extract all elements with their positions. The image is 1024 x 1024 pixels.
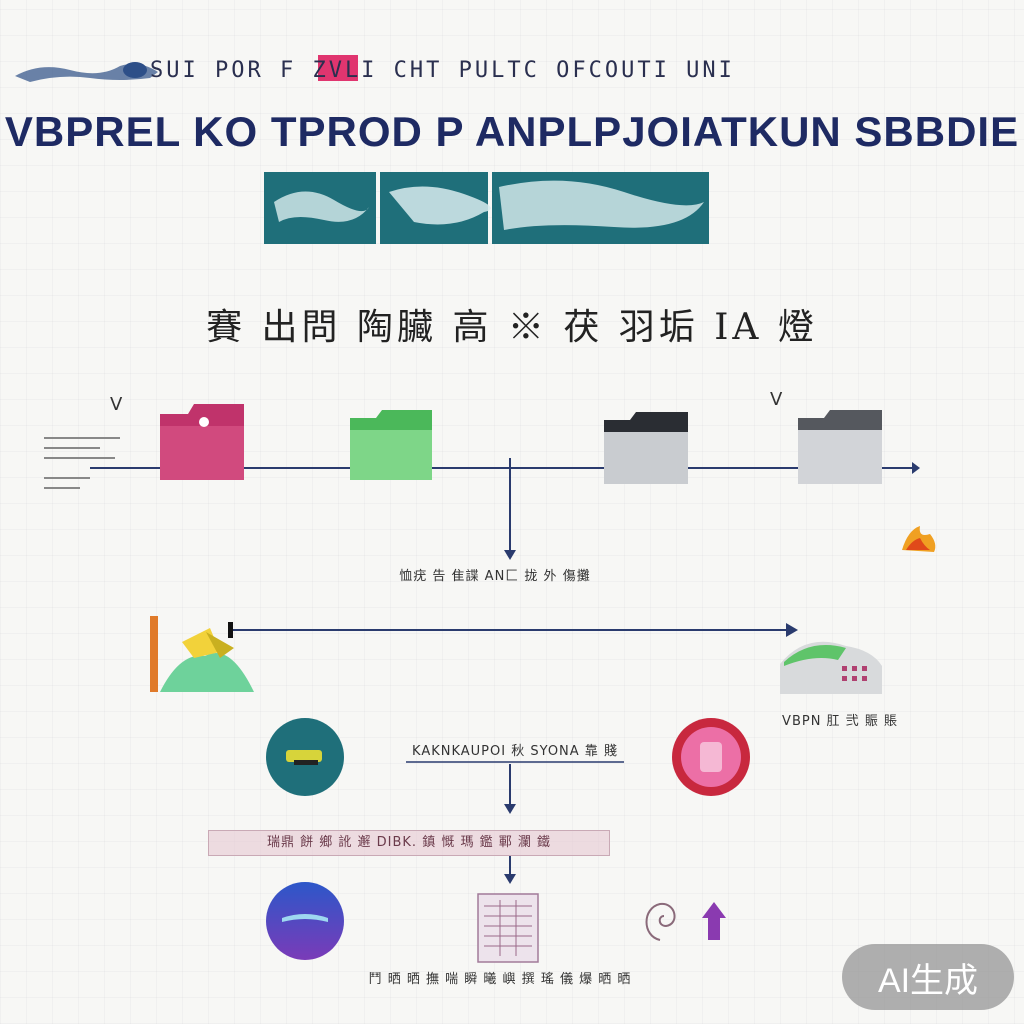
top-strip-text: SUI POR F ZVLI CHT PULTC OFCOUTI UNI	[150, 58, 735, 83]
green-folder-icon[interactable]	[348, 408, 434, 482]
second-flow-row	[228, 622, 798, 638]
mountain-landscape-icon	[150, 616, 254, 692]
diagram-subtitle: 賽 出問 陶臟 高 ※ 茯 羽垢 IA 燈	[206, 307, 818, 348]
highlighted-process-label: 瑞鼎 餅 鄉 訛 邂 DIBK. 鎮 慨 瑪 鑑 鄆 瀾 鐵	[208, 830, 610, 856]
svg-text:V: V	[770, 389, 783, 410]
flow-arrowhead-right	[912, 462, 920, 474]
magenta-accent-block	[318, 55, 358, 81]
middle-flow-label: KAKNKAUPOI 秋 SYONA 靠 賤	[412, 744, 618, 759]
ai-generated-badge: AI生成	[842, 944, 1014, 1010]
gray-folder-icon-2[interactable]	[796, 408, 884, 486]
gray-folder-icon-1[interactable]	[602, 410, 690, 486]
bottom-flow-label: 鬥 晒 晒 撫 喘 瞬 曦 嶼 撰 瑤 儀 爆 晒 晒	[368, 972, 632, 987]
map-banner	[264, 172, 709, 244]
page-title: VBPREL KO TPROD P ANPLPJOIATKUN SBBDIE	[4, 108, 1020, 155]
purple-circle-icon[interactable]	[264, 880, 346, 962]
device-machine-icon	[780, 641, 882, 694]
ink-splash-decoration	[15, 62, 158, 82]
text-lines-decoration	[44, 437, 120, 489]
document-table-icon	[477, 893, 539, 963]
right-device-label: VBPN 肛 弐 賑 賬	[782, 714, 898, 729]
svg-text:V: V	[110, 394, 123, 415]
magenta-folder-icon[interactable]	[158, 402, 246, 482]
teal-circle-icon[interactable]	[264, 716, 346, 798]
vertical-flow-arrow-2	[406, 761, 624, 884]
spiral-and-arrow-icon	[645, 902, 726, 941]
flame-icon	[902, 526, 936, 552]
center-flow-label: 恤疣 告 隹諜 AN匚 拢 外 傷攤	[399, 569, 591, 584]
red-circle-icon[interactable]	[670, 716, 752, 798]
